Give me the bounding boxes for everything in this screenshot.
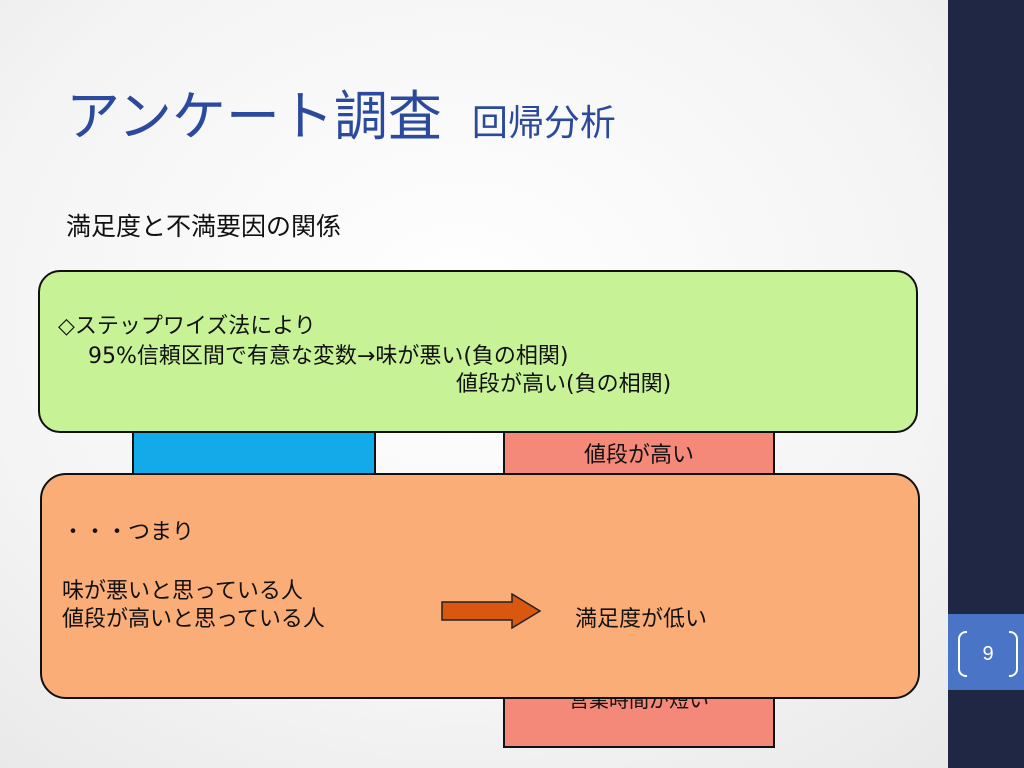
page-number: 9 (982, 642, 994, 665)
conclusion-condition-2: 値段が高いと思っている人 (62, 607, 325, 632)
left-brace-icon (958, 631, 967, 677)
result-line-3: 値段が高い(負の相関) (456, 372, 672, 397)
result-box (38, 270, 918, 433)
title-main: アンケート調査 (66, 85, 442, 148)
result-line-2: 95%信頼区間で有意な変数→味が悪い(負の相関) (88, 344, 569, 369)
slide-title: アンケート調査回帰分析 (66, 72, 616, 151)
conclusion-result: 満足度が低い (575, 607, 708, 632)
result-line-1: ◇ステップワイズ法により (58, 314, 316, 339)
salmon-block-label: 値段が高い (583, 443, 694, 468)
conclusion-box (40, 473, 920, 699)
title-sub: 回帰分析 (471, 103, 616, 144)
conclusion-condition-1: 味が悪いと思っている人 (62, 579, 303, 604)
section-heading: 満足度と不満要因の関係 (66, 212, 342, 241)
right-brace-icon (1009, 631, 1018, 677)
page-number-tab (948, 614, 1024, 690)
conclusion-intro: ・・・つまり (62, 520, 195, 545)
right-arrow-icon (441, 593, 542, 629)
